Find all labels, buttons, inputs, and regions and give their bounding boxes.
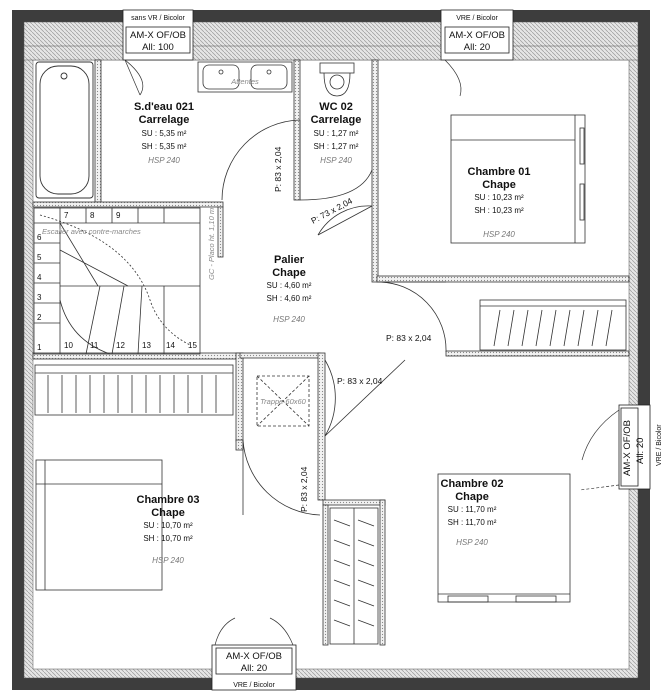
closet-lower	[329, 507, 379, 645]
toilet	[319, 62, 355, 97]
room-sh: SH : 10,70 m²	[143, 534, 193, 543]
room-su: SU : 10,23 m²	[474, 193, 524, 202]
stair-number: 4	[37, 273, 42, 282]
room-finish: Chape	[482, 179, 516, 191]
room-sh: SH : 4,60 m²	[267, 294, 312, 303]
window-type: AM-X OF/OB	[226, 651, 282, 662]
door-swings	[221, 119, 447, 516]
window-swings	[124, 59, 620, 646]
window-shutter: sans VR / Bicolor	[131, 15, 185, 22]
stair-number: 15	[188, 341, 197, 350]
closet-right	[479, 299, 627, 351]
stair-number: 9	[116, 211, 121, 220]
bathtub	[35, 61, 94, 199]
window-top-left: AM-X OF/OB All: 100 sans VR / Bicolor	[125, 15, 191, 54]
room-hsp: HSP 240	[152, 556, 184, 565]
stair-number: 2	[37, 313, 42, 322]
stair-number: 7	[64, 211, 69, 220]
door-label-palier: P: 83 x 2,04	[337, 376, 383, 386]
window-allege: All: 20	[464, 42, 490, 53]
room-finish: Chape	[151, 507, 185, 519]
room-finish: Carrelage	[311, 114, 362, 126]
room-su: SU : 5,35 m²	[142, 129, 187, 138]
window-shutter: VRE / Bicolor	[233, 682, 275, 689]
room-hsp: HSP 240	[456, 538, 488, 547]
bed-chambre02	[437, 473, 571, 603]
room-hsp: HSP 240	[148, 156, 180, 165]
room-finish: Chape	[272, 267, 306, 279]
closet-left	[34, 364, 234, 416]
room-wc: WC 02 Carrelage SU : 1,27 m² SH : 1,27 m…	[311, 101, 362, 165]
vanity	[197, 61, 293, 93]
window-type: AM-X OF/OB	[130, 30, 186, 41]
stair-number: 11	[90, 341, 99, 350]
room-hsp: HSP 240	[320, 156, 352, 165]
window-allege: All: 20	[635, 438, 646, 464]
window-bottom: AM-X OF/OB All: 20 VRE / Bicolor	[215, 647, 293, 689]
room-su: SU : 4,60 m²	[267, 281, 312, 290]
window-type: AM-X OF/OB	[622, 420, 633, 476]
room-chambre03: Chambre 03 Chape SU : 10,70 m² SH : 10,7…	[137, 494, 200, 565]
room-hsp: HSP 240	[273, 315, 305, 324]
stair-number: 6	[37, 233, 42, 242]
door-label-wc: P: 73 x 2,04	[309, 196, 354, 226]
window-allege: All: 20	[241, 663, 267, 674]
window-allege: All: 100	[142, 42, 174, 53]
room-sdeau: S.d'eau 021 Carrelage SU : 5,35 m² SH : …	[134, 101, 194, 165]
bed-chambre03	[35, 459, 163, 591]
room-finish: Carrelage	[139, 114, 190, 126]
room-name: S.d'eau 021	[134, 101, 194, 113]
window-right: AM-X OF/OB All: 20 VRE / Bicolor	[620, 407, 663, 487]
room-palier: Palier Chape SU : 4,60 m² SH : 4,60 m² H…	[267, 254, 312, 324]
window-shutter: VRE / Bicolor	[656, 424, 663, 466]
room-name: Chambre 01	[468, 166, 531, 178]
window-shutter: VRE / Bicolor	[456, 15, 498, 22]
window-type: AM-X OF/OB	[449, 30, 505, 41]
stair-number: 10	[64, 341, 73, 350]
room-sh: SH : 10,23 m²	[474, 206, 524, 215]
garde-corps-label: GC - Placo ht. 1,10 m	[207, 208, 216, 280]
attentes-label: Attentes	[230, 77, 259, 86]
room-sh: SH : 5,35 m²	[142, 142, 187, 151]
stair-number: 13	[142, 341, 151, 350]
staircase	[33, 207, 201, 355]
door-label-chambre03: P: 83 x 2,04	[299, 466, 309, 512]
door-label-sdeau: P: 83 x 2,04	[273, 146, 283, 192]
trappe-label: Trappe 60x60	[260, 397, 307, 406]
room-su: SU : 10,70 m²	[143, 521, 193, 530]
room-name: Palier	[274, 254, 305, 266]
room-finish: Chape	[455, 491, 489, 503]
room-hsp: HSP 240	[483, 230, 515, 239]
stair-numbers: 1 2 3 4 5 6 7 8 9 10 11 12 13 14 15	[37, 211, 197, 352]
room-name: Chambre 03	[137, 494, 200, 506]
stair-number: 14	[166, 341, 175, 350]
stair-number: 3	[37, 293, 42, 302]
room-sh: SH : 1,27 m²	[314, 142, 359, 151]
door-label-chambre01: P: 83 x 2,04	[386, 333, 432, 343]
stair-number: 8	[90, 211, 95, 220]
stair-label: Escalier avec contre-marches	[42, 227, 141, 236]
room-sh: SH : 11,70 m²	[448, 518, 497, 527]
room-chambre02: Chambre 02 Chape SU : 11,70 m² SH : 11,7…	[441, 478, 504, 547]
stair-number: 5	[37, 253, 42, 262]
trappe-hatch	[256, 375, 310, 427]
window-top-right: AM-X OF/OB All: 20 VRE / Bicolor	[444, 15, 510, 54]
bed-chambre01	[450, 114, 586, 244]
room-name: Chambre 02	[441, 478, 504, 490]
stair-number: 12	[116, 341, 125, 350]
stair-number: 1	[37, 343, 42, 352]
interior-walls	[32, 59, 630, 646]
room-name: WC 02	[319, 101, 353, 113]
room-chambre01: Chambre 01 Chape SU : 10,23 m² SH : 10,2…	[468, 166, 531, 239]
room-su: SU : 1,27 m²	[314, 129, 359, 138]
room-su: SU : 11,70 m²	[448, 505, 497, 514]
